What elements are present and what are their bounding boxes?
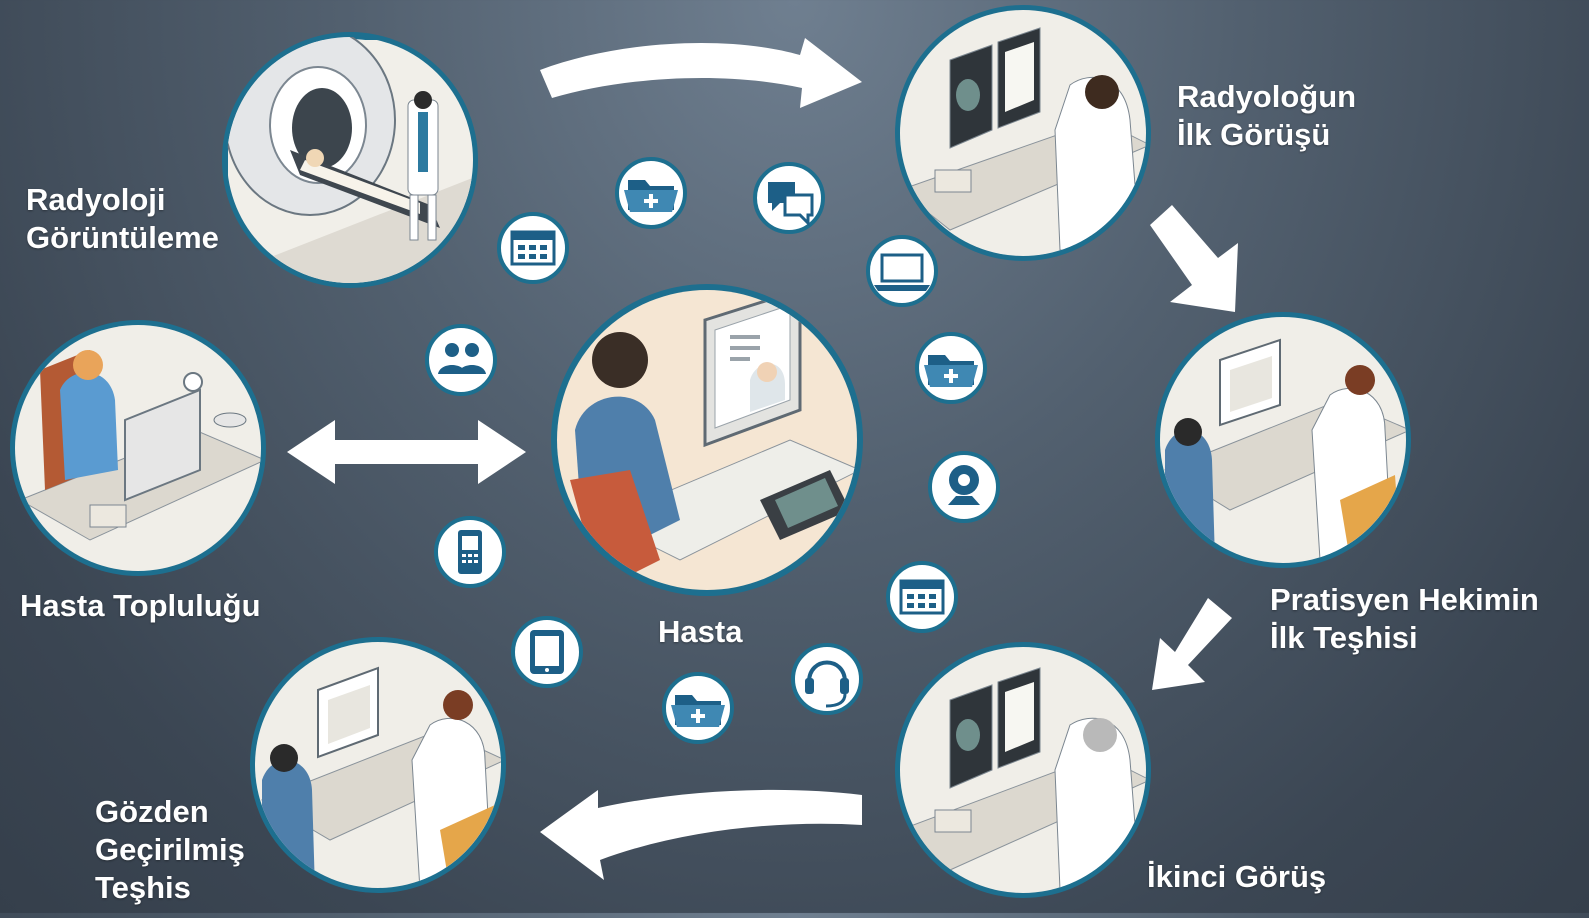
label-second-opinion: İkinci Görüş [1147, 859, 1327, 894]
scene-patient-community [10, 320, 266, 576]
tablet-icon [511, 616, 583, 688]
arrow-community-patient [287, 420, 526, 484]
label-radiologist-first-opinion: Radyoloğun İlk Görüşü [1177, 79, 1357, 152]
chat-bubbles-icon [753, 162, 825, 234]
scene-radiologist-first-opinion [895, 5, 1151, 261]
mobile-phone-icon [434, 516, 506, 588]
scene-radiology-imaging [222, 32, 478, 288]
folder-plus-icon [662, 672, 734, 744]
calendar-icon [886, 561, 958, 633]
scene-gp-first-diagnosis [1155, 312, 1411, 568]
calendar-icon [497, 212, 569, 284]
people-icon [425, 324, 497, 396]
scene-second-opinion [895, 642, 1151, 898]
arrow-gp-to-second [1152, 598, 1232, 690]
label-gp-first-diagnosis: Pratisyen Hekimin İlk Teşhisi [1270, 582, 1539, 655]
label-reviewed-diagnosis: Gözden Geçirilmiş Teşhis [95, 794, 245, 905]
headset-icon [791, 643, 863, 715]
folder-plus-icon [615, 157, 687, 229]
arrow-radiologist-to-gp [1150, 205, 1238, 312]
label-patient: Hasta [658, 614, 743, 649]
arrow-second-to-reviewed [540, 789, 862, 880]
icon-bubbles [425, 157, 1000, 744]
label-patient-community: Hasta Topluluğu [20, 588, 261, 623]
flow-arrows [287, 38, 1238, 880]
scene-patient [551, 284, 863, 596]
webcam-icon [928, 451, 1000, 523]
label-radiology-imaging: Radyoloji Görüntüleme [26, 182, 219, 255]
folder-plus-icon [915, 332, 987, 404]
arrow-imaging-to-radiologist [540, 38, 862, 108]
laptop-icon [866, 235, 938, 307]
scene-reviewed-diagnosis [250, 637, 506, 893]
